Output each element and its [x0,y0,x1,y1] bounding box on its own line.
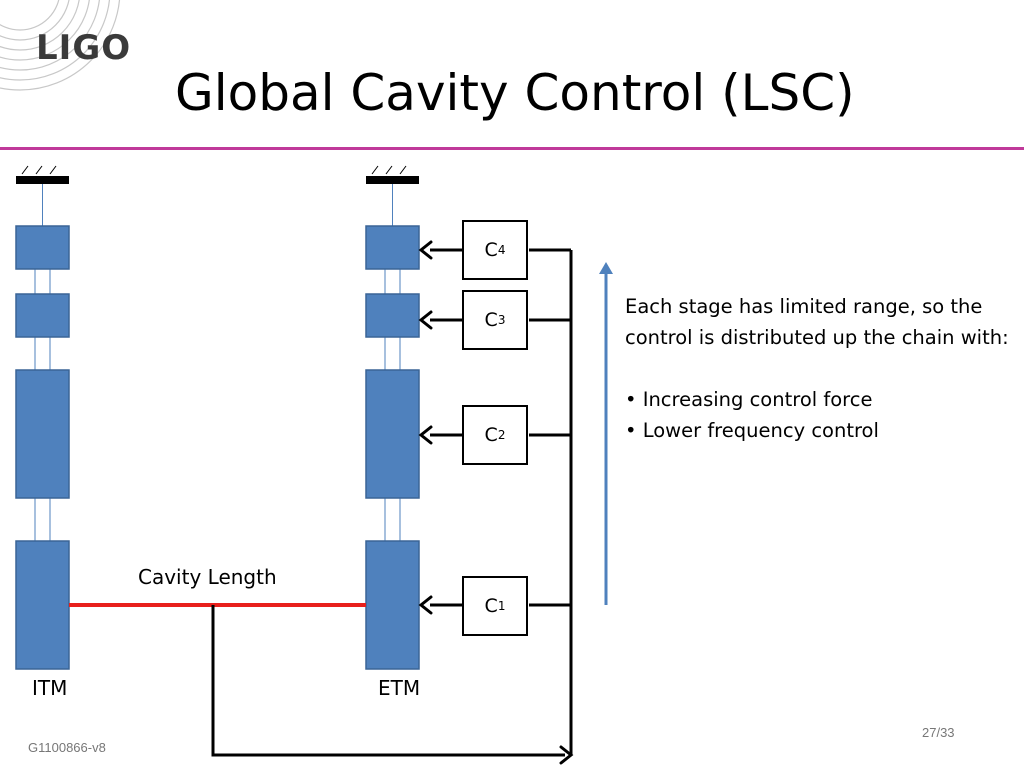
arrow-to-etm-stage-4 [418,240,433,260]
itm-test-mass [15,540,70,670]
itm-support-bar [16,176,69,184]
logo: LIGO [0,0,130,100]
arrowheads [418,240,574,765]
controller-c4-letter: C [484,239,498,261]
bullet-item: • Increasing control force [625,388,873,411]
arrow-to-distribution-bus [559,745,574,765]
arrow-to-etm-stage-3 [418,310,433,330]
controller-c4-index: 4 [497,243,506,257]
etm-test-mass [365,540,420,670]
etm-label: ETM [378,676,421,700]
itm-stage-2 [15,369,70,499]
etm-stage-2 [365,369,420,499]
itm-stage-3 [15,293,70,338]
page-title: Global Cavity Control (LSC) [175,64,855,122]
controller-c3-letter: C [484,309,498,331]
cavity-length-label: Cavity Length [138,565,277,589]
upward-arrow [599,262,613,605]
etm-stage-3 [365,293,420,338]
document-id: G1100866-v8 [28,740,106,755]
description-text: Each stage has limited range, so the con… [625,295,1009,349]
logo-text: LIGO [36,28,132,68]
controller-c1-index: 1 [497,599,506,613]
etm-suspension-chain [365,165,420,670]
itm-label: ITM [32,676,68,700]
controller-c2-letter: C [484,424,498,446]
feedback-wiring [211,248,573,757]
description-bullets: • Increasing control force • Lower frequ… [625,384,1015,446]
itm-stage-4 [15,225,70,270]
description-block: Each stage has limited range, so the con… [625,291,1015,446]
etm-support-bar [366,176,419,184]
page-number: 27/33 [922,725,955,740]
title-divider [0,147,1024,150]
etm-stage-4 [365,225,420,270]
bullet-item: • Lower frequency control [625,419,879,442]
controller-c2-index: 2 [497,428,506,442]
logo-swirl-graphic [0,0,121,91]
arrow-to-etm-test-mass [418,595,433,615]
arrow-to-etm-stage-2 [418,425,433,445]
controller-c3-index: 3 [497,313,506,327]
controller-c1-letter: C [484,595,498,617]
itm-suspension-chain [15,165,70,670]
